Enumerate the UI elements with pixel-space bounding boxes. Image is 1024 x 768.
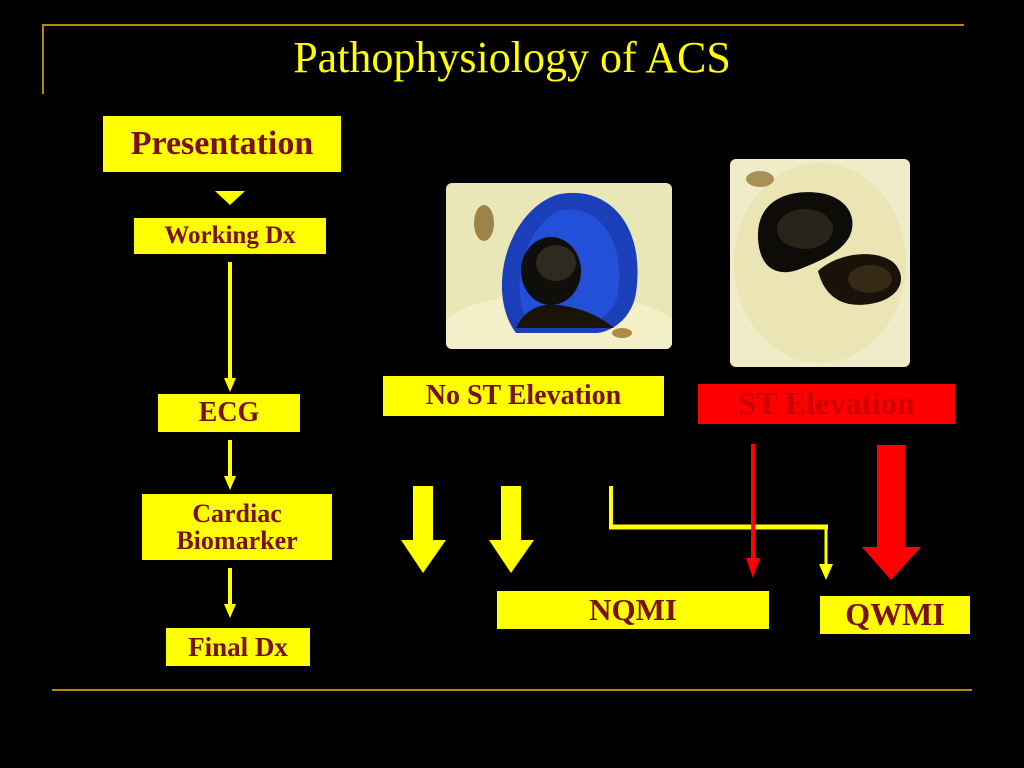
working-dx-box: Working Dx [134,218,326,254]
st-elevation-box: ST Elevation [698,384,955,424]
arrow-biomarker-to-final-dx [224,568,236,618]
arrow-presentation-to-working-dx [215,191,245,205]
presentation-box: Presentation [103,116,341,172]
red-thin-arrow-to-nqmi [746,444,760,578]
final-dx-box: Final Dx [166,628,310,666]
no-st-elevation-box: No ST Elevation [383,376,664,416]
frame-left-line [42,24,44,94]
artery-photo-total-occlusion [730,159,910,367]
slide-title: Pathophysiology of ACS [293,33,731,82]
cardiac-biomarker-line2: Biomarker [176,526,298,555]
thick-arrow-yellow-2 [489,486,534,573]
red-thick-arrow-to-qwmi [862,445,921,580]
frame-top-line [42,24,964,26]
nqmi-box: NQMI [497,591,769,629]
cardiac-biomarker-line1: Cardiac [192,498,282,528]
qwmi-box: QWMI [820,596,970,634]
artery-photo-partial-occlusion [446,183,672,349]
ecg-box: ECG [158,394,300,432]
cardiac-biomarker-box: Cardiac Biomarker [142,494,332,560]
arrow-ecg-to-biomarker [224,440,236,490]
arrow-working-dx-to-ecg [224,262,236,392]
yellow-connector-to-qwmi [609,486,833,580]
thick-arrow-yellow-1 [401,486,446,573]
frame-bottom-line [52,689,972,691]
